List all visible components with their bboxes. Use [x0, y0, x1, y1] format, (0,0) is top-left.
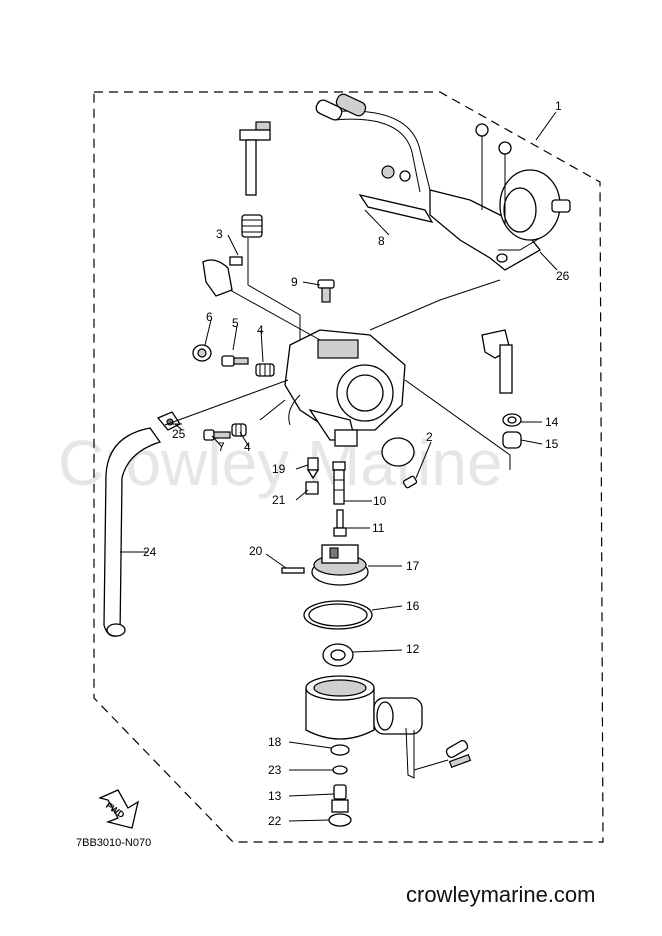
part-3-plate-screw [202, 256, 243, 297]
label-part-7: 7 [218, 440, 225, 454]
label-part-11: 11 [372, 521, 385, 535]
label-part-17: 17 [406, 559, 420, 573]
label-part-16: 16 [406, 599, 420, 613]
part-12-collar [322, 643, 354, 667]
label-part-1: 1 [555, 99, 562, 113]
fwd-arrow-icon: FWD [98, 789, 139, 829]
part-22-drain-screw [328, 799, 352, 827]
label-part-14: 14 [545, 415, 559, 429]
part-21-clip [305, 481, 319, 495]
part-4-spring-upper [255, 363, 275, 377]
part-15-collar [502, 431, 522, 449]
part-20-pin [281, 567, 305, 574]
watermark-site: crowleymarine.com [406, 882, 596, 907]
part-13-spring [333, 784, 347, 800]
part-number-labels: 1 26 8 3 9 6 5 4 7 4 25 19 21 10 11 2 14… [143, 99, 570, 828]
label-part-24: 24 [143, 545, 157, 559]
label-part-20: 20 [249, 544, 263, 558]
label-part-4-lower: 4 [244, 440, 251, 454]
part-5-pilot-screw [221, 355, 249, 367]
carburetor-top-linkage [315, 93, 571, 271]
part-6-cap [192, 344, 212, 362]
label-part-21: 21 [272, 493, 286, 507]
part-16-gasket [303, 600, 373, 630]
label-part-15: 15 [545, 437, 559, 451]
part-17-float [311, 544, 369, 586]
throttle-shaft-assembly [239, 121, 271, 238]
label-part-5: 5 [232, 316, 239, 330]
part-8-lever [358, 193, 434, 223]
label-part-19: 19 [272, 462, 286, 476]
label-part-4-upper: 4 [257, 323, 264, 337]
part-18-washer [330, 744, 350, 756]
label-part-13: 13 [268, 789, 282, 803]
part-23-o-ring [332, 765, 348, 775]
label-part-26: 26 [556, 269, 570, 283]
drawing-code: 7BB3010-N070 [76, 837, 151, 849]
part-9-screw [317, 279, 335, 303]
label-part-22: 22 [268, 814, 282, 828]
label-part-18: 18 [268, 735, 282, 749]
float-bowl [305, 675, 472, 779]
label-part-2: 2 [426, 430, 433, 444]
label-part-12: 12 [406, 642, 420, 656]
part-7-screw [203, 429, 231, 441]
label-part-3: 3 [216, 227, 223, 241]
part-10-emulsion-tube [332, 461, 346, 505]
label-part-6: 6 [206, 310, 213, 324]
choke-shaft-assembly [481, 329, 513, 394]
label-part-25: 25 [172, 427, 186, 441]
assembly-boundary [93, 91, 604, 843]
part-11-main-jet [333, 509, 347, 537]
carburetor-body [284, 329, 406, 447]
part-2-screw-disc [381, 437, 418, 489]
label-part-23: 23 [268, 763, 282, 777]
leader-lines [120, 111, 558, 822]
part-4-spring-lower [231, 423, 247, 437]
label-part-10: 10 [373, 494, 387, 508]
label-part-8: 8 [378, 234, 385, 248]
label-part-9: 9 [291, 275, 298, 289]
part-14-washer [502, 413, 522, 427]
part-19-needle [306, 457, 320, 480]
